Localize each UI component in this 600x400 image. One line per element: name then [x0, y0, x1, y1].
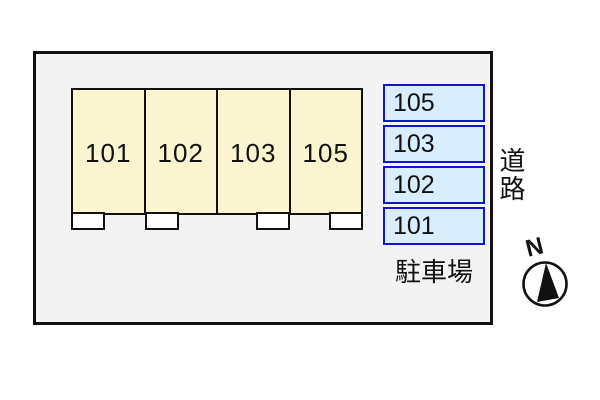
unit-103: 103	[218, 90, 291, 213]
unit-101: 101	[73, 90, 146, 213]
parking-space-102: 102	[383, 166, 485, 204]
entrance-step-103	[256, 212, 290, 230]
entrance-step-101	[71, 212, 105, 230]
entrance-step-102	[145, 212, 179, 230]
unit-102: 102	[146, 90, 218, 213]
compass-needle-icon	[537, 263, 559, 302]
road-label: 道路	[496, 147, 526, 203]
compass: N	[518, 232, 574, 312]
parking-space-103: 103	[383, 125, 485, 163]
compass-rose-icon	[522, 261, 568, 307]
parking-area-label: 駐車場	[394, 257, 473, 287]
parking-space-105: 105	[383, 84, 485, 122]
entrance-step-105	[329, 212, 363, 230]
building-block: 101 102 103 105	[71, 88, 363, 215]
parking-space-101: 101	[383, 207, 485, 245]
parking-area: 105 103 102 101	[383, 84, 485, 245]
unit-105: 105	[302, 138, 349, 168]
